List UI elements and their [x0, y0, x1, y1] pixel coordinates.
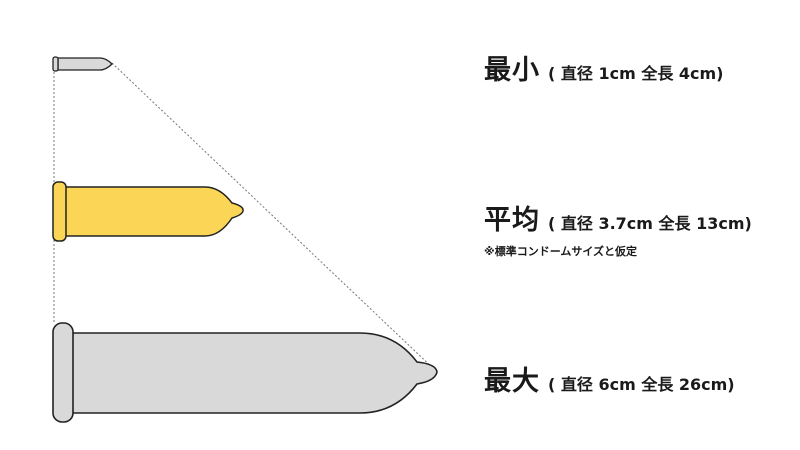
large-title: 最大	[484, 366, 540, 397]
average-shape	[52, 181, 244, 242]
small-title: 最小	[484, 55, 540, 86]
large-dimensions: ( 直径 6cm 全長 26cm)	[548, 375, 735, 394]
diagonal-guide-line	[111, 62, 438, 373]
small-dimensions: ( 直径 1cm 全長 4cm)	[548, 64, 724, 83]
small-shape	[52, 56, 113, 72]
average-title: 平均	[484, 205, 540, 236]
standard-size-note: ※標準コンドームサイズと仮定	[484, 245, 638, 258]
large-label: 最大 ( 直径 6cm 全長 26cm)	[484, 359, 735, 398]
average-dimensions: ( 直径 3.7cm 全長 13cm)	[548, 214, 752, 233]
average-label: 平均 ( 直径 3.7cm 全長 13cm)	[484, 198, 752, 237]
small-label: 最小 ( 直径 1cm 全長 4cm)	[484, 48, 724, 87]
large-shape	[52, 322, 438, 423]
